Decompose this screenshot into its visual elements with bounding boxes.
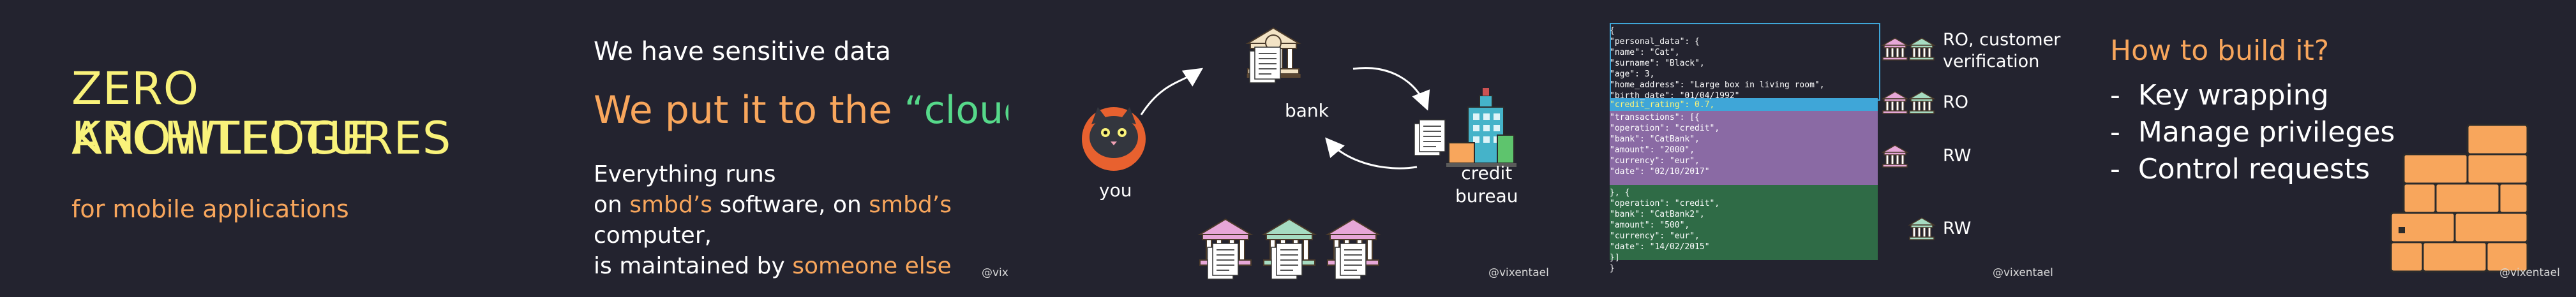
list-item-1: - Key wrapping <box>2110 79 2329 112</box>
transaction-1-block <box>1610 111 1878 185</box>
bureau-label-line-2: bureau <box>1455 185 1518 206</box>
cloud-headline: We put it to the “cloud” <box>594 88 1008 133</box>
role1-line-1: RO, customer <box>1943 30 2061 50</box>
credit-bureau-building-icon <box>1446 88 1516 167</box>
bank-documents-icon <box>1249 47 1281 83</box>
brick-wall-icon <box>2390 124 2529 273</box>
role4-bank-green-icon <box>1909 217 1935 240</box>
list-item-3: - Control requests <box>2110 153 2370 185</box>
runs-paragraph: Everything runs on smbd’s software, on s… <box>594 159 1008 282</box>
code-line: "currency": "eur", <box>1610 231 1700 241</box>
software-line: on smbd’s software, on smbd’s computer, <box>594 190 1008 251</box>
role2-bank-pink-icon <box>1882 91 1908 114</box>
slide-how-to-build: How to build it? - Key wrapping - Manage… <box>2072 0 2576 297</box>
code-line: "transactions": [{ <box>1610 113 1700 122</box>
subtitle: for mobile applications <box>71 195 349 223</box>
list-item-2: - Manage privileges <box>2110 116 2395 148</box>
role3-bank-pink-icon <box>1882 145 1908 168</box>
code-line: "home_address": "Large box in living roo… <box>1610 80 1825 90</box>
code-line: "operation": "credit", <box>1610 199 1720 208</box>
slide-cloud: We have sensitive data We put it to the … <box>504 0 1008 297</box>
code-line: "operation": "credit", <box>1610 124 1720 133</box>
list-item-text: Manage privileges <box>2138 116 2395 148</box>
code-line: "personal_data": { <box>1610 37 1700 47</box>
role1-label: RO, customer verification <box>1943 29 2060 73</box>
code-transaction-2: }, { "operation": "credit", "bank": "Cat… <box>1610 187 1879 274</box>
list-item-text: Key wrapping <box>2138 79 2329 112</box>
code-line: "currency": "eur", <box>1610 156 1700 166</box>
bureau-label: credit bureau <box>1455 162 1518 208</box>
bank-label: bank <box>1285 100 1329 121</box>
you-label: you <box>1099 180 1132 201</box>
role2-label: RO <box>1943 92 1969 112</box>
code-line: "age": 3, <box>1610 69 1655 79</box>
author-handle: @vixentael <box>1993 266 2053 279</box>
arrow-bureau-to-bank <box>1325 137 1418 170</box>
title-line-2: ARCHITECTURES <box>71 112 452 164</box>
arrow-bank-to-bureau <box>1352 67 1430 111</box>
code-line: { <box>1610 26 1615 36</box>
role1-bank-pink-icon <box>1882 38 1908 61</box>
credit-rating-block <box>1610 98 1878 111</box>
title-line-1: ZERO KNOWLEDGE <box>71 62 370 164</box>
documents-2-icon <box>1271 243 1303 280</box>
someone-else-highlight: someone else <box>792 253 952 279</box>
code-line: "amount": "500", <box>1610 221 1690 230</box>
code-line: "bank": "CatBank", <box>1610 134 1700 144</box>
slide-title: ZERO KNOWLEDGE ARCHITECTURES for mobile … <box>0 0 504 297</box>
code-line: "surname": "Black", <box>1610 59 1705 68</box>
cloud-headline-prefix: We put it to the <box>594 88 904 133</box>
bureau-documents-icon <box>1414 119 1446 156</box>
role3-label: RW <box>1943 146 1972 166</box>
author-handle: @vixentael <box>1488 266 1549 279</box>
role2-bank-green-icon <box>1909 91 1935 114</box>
code-line: "amount": "2000", <box>1610 145 1695 155</box>
code-transaction-1: "transactions": [{ "operation": "credit"… <box>1610 112 1879 177</box>
bureau-label-line-1: credit <box>1461 163 1513 184</box>
text-span: software, on <box>712 192 869 218</box>
role4-label: RW <box>1943 219 1972 238</box>
author-handle: @vixentael <box>2499 266 2560 279</box>
code-line: "birth_date": "01/04/1992" <box>1610 91 1740 101</box>
code-line: "name": "Cat", <box>1610 48 1680 57</box>
transaction-2-block <box>1610 185 1878 260</box>
documents-1-icon <box>1207 243 1239 280</box>
code-line: "date": "02/10/2017" <box>1610 167 1710 177</box>
text-span: on <box>594 192 630 218</box>
slide-data-access: { "personal_data": { "name": "Cat", "sur… <box>1551 0 2072 297</box>
runs-line: Everything runs <box>594 161 776 187</box>
cat-avatar-icon <box>1082 107 1146 171</box>
documents-3-icon <box>1335 243 1367 280</box>
code-personal-data: { "personal_data": { "name": "Cat", "sur… <box>1610 25 1879 101</box>
data-flow-diagram <box>1082 27 1516 280</box>
text-span: computer, <box>594 222 712 249</box>
code-line: "bank": "CatBank2", <box>1610 210 1705 219</box>
sensitive-data-text: We have sensitive data <box>594 37 892 66</box>
list-item-text: Control requests <box>2138 153 2370 185</box>
code-line: "credit_rating": 0.7, <box>1610 100 1715 110</box>
code-line: }, { <box>1610 188 1630 198</box>
role1-line-2: verification <box>1943 52 2040 71</box>
slide-diagram: you bank credit bureau @vixentael <box>1008 0 1551 297</box>
cloud-word: “cloud” <box>904 88 1008 133</box>
role1-bank-green-icon <box>1909 38 1935 61</box>
text-span: is maintained by <box>594 253 793 279</box>
smbd-highlight: smbd’s <box>629 192 713 218</box>
code-line: } <box>1610 264 1615 273</box>
arrow-you-to-bank <box>1140 68 1203 115</box>
code-line: "date": "14/02/2015" <box>1610 242 1710 252</box>
author-handle: @vixentael <box>982 266 1008 279</box>
code-credit-rating: "credit_rating": 0.7, <box>1610 99 1879 110</box>
smbd-highlight: smbd’s <box>869 192 952 218</box>
code-line: }] <box>1610 253 1620 263</box>
maintained-line: is maintained by someone else <box>594 251 1008 282</box>
how-to-heading: How to build it? <box>2110 34 2330 67</box>
